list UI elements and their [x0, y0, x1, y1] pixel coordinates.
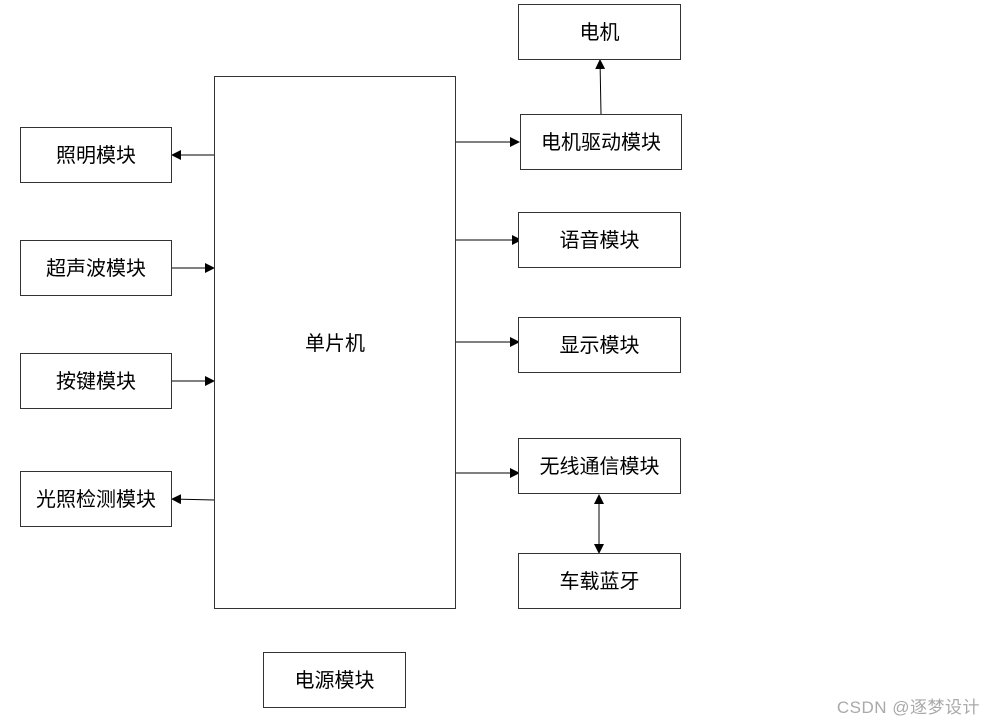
motor-driver-label: 电机驱动模块 — [541, 130, 661, 154]
wireless-module: 无线通信模块 — [518, 438, 681, 494]
bluetooth-module-label: 车载蓝牙 — [559, 569, 640, 593]
ultrasonic-module: 超声波模块 — [20, 240, 172, 296]
keys-module-label: 按键模块 — [56, 369, 136, 393]
arrow-driver-to-motor — [595, 59, 606, 115]
watermark: CSDN @逐梦设计 — [836, 698, 980, 717]
mcu-block: 单片机 — [214, 76, 456, 609]
voice-module: 语音模块 — [518, 212, 681, 268]
display-module: 显示模块 — [518, 317, 681, 373]
motor-label: 电机 — [579, 20, 620, 44]
mcu-label: 单片机 — [305, 330, 365, 355]
arrow-mcu-to-light-detect — [171, 494, 215, 505]
motor-block: 电机 — [518, 4, 681, 60]
light-detect-module: 光照检测模块 — [20, 471, 172, 527]
light-detect-module-label: 光照检测模块 — [36, 487, 156, 511]
voice-module-label: 语音模块 — [559, 228, 640, 252]
keys-module: 按键模块 — [20, 353, 172, 409]
wireless-module-label: 无线通信模块 — [539, 454, 660, 478]
lighting-module-label: 照明模块 — [56, 143, 136, 167]
ultrasonic-module-label: 超声波模块 — [46, 256, 146, 280]
power-module-label: 电源模块 — [294, 668, 375, 692]
bluetooth-module: 车载蓝牙 — [518, 553, 681, 609]
power-module: 电源模块 — [263, 652, 406, 708]
lighting-module: 照明模块 — [20, 127, 172, 183]
display-module-label: 显示模块 — [559, 333, 640, 357]
motor-driver-module: 电机驱动模块 — [520, 114, 682, 170]
